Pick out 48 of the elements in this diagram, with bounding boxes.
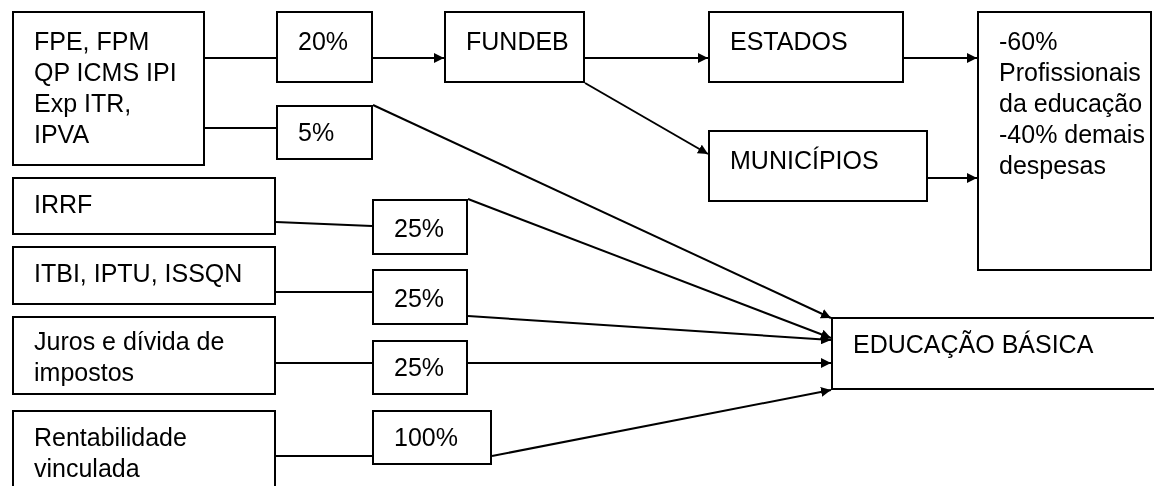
arrow [584, 53, 709, 63]
process-box [276, 11, 373, 83]
process-box [12, 11, 205, 166]
box-label: FUNDEB [466, 26, 570, 57]
process-box [12, 410, 276, 486]
box-label: 5% [298, 117, 336, 148]
arrow [903, 53, 978, 63]
arrow [372, 53, 445, 63]
arrow [467, 315, 832, 345]
process-box [276, 105, 373, 160]
process-box [831, 317, 1154, 390]
box-label: Rentabilidade vinculada [34, 422, 188, 484]
process-box [12, 316, 276, 395]
process-box [12, 177, 276, 235]
arrow [584, 82, 709, 155]
box-label: 20% [298, 26, 350, 57]
process-box [708, 11, 904, 83]
arrow [467, 198, 832, 340]
process-box [977, 11, 1152, 271]
arrow [927, 173, 978, 183]
box-label: 25% [394, 283, 446, 314]
connector-line [204, 127, 277, 129]
connector-line [275, 455, 373, 457]
connector-line [204, 57, 277, 59]
arrow [491, 387, 832, 457]
box-label: MUNICÍPIOS [730, 145, 880, 176]
box-label: -60% Profissionais da educação -40% demais despesas [999, 26, 1145, 181]
process-box [372, 410, 492, 465]
connector-line [275, 362, 373, 364]
process-box [372, 340, 468, 395]
box-label: 25% [394, 352, 446, 383]
box-label: FPE, FPM QP ICMS IPI Exp ITR, IPVA [34, 26, 178, 150]
process-box [12, 246, 276, 305]
connector-line [275, 221, 373, 227]
arrow [372, 104, 832, 319]
process-box [708, 130, 928, 202]
box-label: EDUCAÇÃO BÁSICA [853, 329, 1095, 360]
box-label: 100% [394, 422, 459, 453]
process-box [372, 269, 468, 325]
arrow [467, 358, 832, 368]
box-label: Juros e dívida de impostos [34, 326, 226, 388]
connector-line [275, 291, 373, 293]
box-label: 25% [394, 213, 446, 244]
box-label: ESTADOS [730, 26, 849, 57]
box-label: IRRF [34, 189, 94, 220]
process-box [444, 11, 585, 83]
box-label: ITBI, IPTU, ISSQN [34, 258, 244, 289]
process-box [372, 199, 468, 255]
